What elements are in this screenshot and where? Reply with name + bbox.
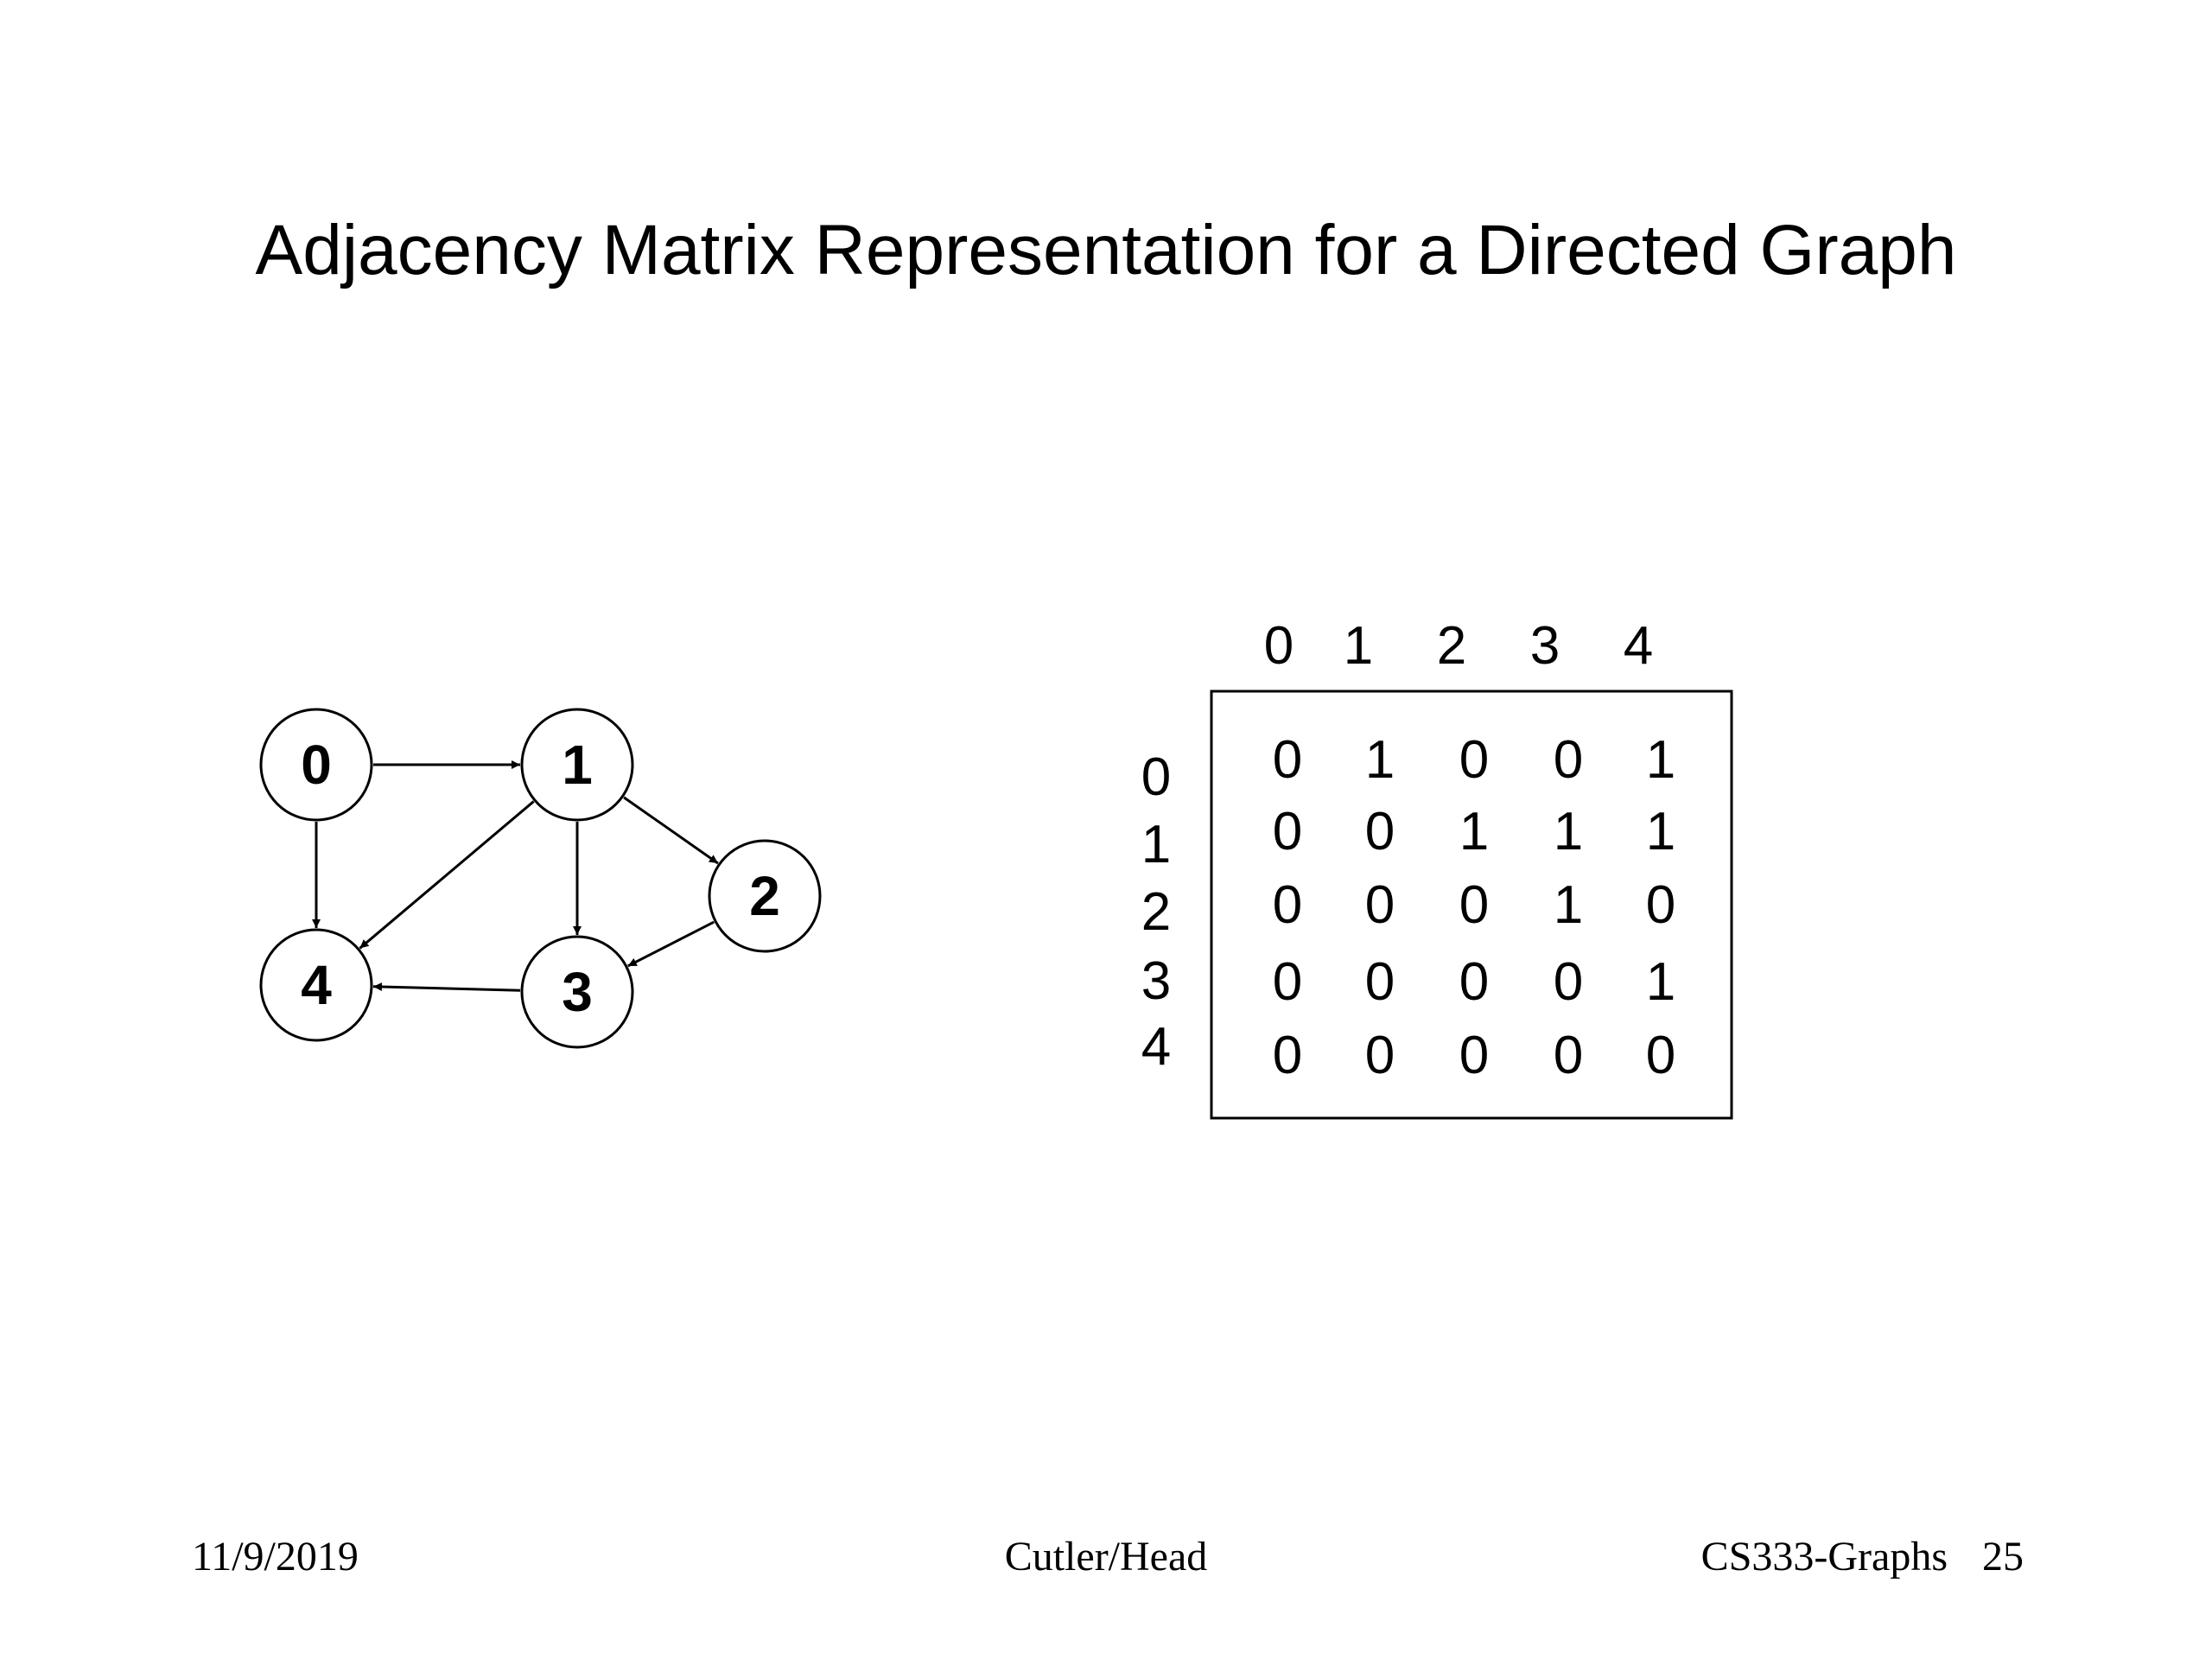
edge-1-to-4 — [359, 800, 535, 950]
node-circle — [520, 935, 634, 1049]
node-label: 3 — [562, 961, 593, 1023]
matrix-cell-4-1: 0 — [1365, 1026, 1395, 1085]
matrix-cell-1-0: 0 — [1273, 802, 1302, 861]
matrix-cell-4-3: 0 — [1554, 1026, 1583, 1085]
matrix-cell-0-1: 1 — [1365, 730, 1395, 790]
matrix-column-header: 4 — [1624, 616, 1653, 676]
edge-3-to-4 — [372, 982, 521, 992]
graph-node-4: 4 — [259, 928, 373, 1042]
matrix-cell-1-2: 1 — [1459, 802, 1489, 861]
matrix-column-header: 1 — [1344, 616, 1373, 676]
matrix-column-header: 3 — [1530, 616, 1560, 676]
footer-course: CS333-Graphs 25 — [1701, 1531, 2024, 1583]
matrix-cell-1-3: 1 — [1554, 802, 1583, 861]
edge-2-to-3 — [627, 920, 715, 968]
matrix-border — [1210, 690, 1733, 1120]
matrix-cell-2-4: 0 — [1646, 875, 1675, 935]
matrix-cell-4-4: 0 — [1646, 1026, 1675, 1085]
matrix-cell-1-4: 1 — [1646, 802, 1675, 861]
matrix-cell-1-1: 0 — [1365, 802, 1395, 861]
node-label: 1 — [562, 734, 593, 796]
node-circle — [708, 839, 822, 953]
page-number: 25 — [1982, 1534, 2024, 1580]
matrix-row-header: 4 — [1141, 1017, 1171, 1077]
matrix-cell-2-1: 0 — [1365, 875, 1395, 935]
matrix-cell-3-1: 0 — [1365, 952, 1395, 1012]
node-label: 4 — [301, 954, 332, 1016]
matrix-cell-0-0: 0 — [1273, 730, 1302, 790]
matrix-row-header: 1 — [1141, 815, 1171, 874]
node-circle — [520, 708, 634, 822]
matrix-cell-3-4: 1 — [1646, 952, 1675, 1012]
matrix-row-header: 3 — [1141, 951, 1171, 1011]
graph-node-3: 3 — [520, 935, 634, 1049]
matrix-cell-3-2: 0 — [1459, 952, 1489, 1012]
matrix-cell-4-2: 0 — [1459, 1026, 1489, 1085]
node-label: 0 — [301, 734, 332, 796]
matrix-column-header: 2 — [1437, 616, 1466, 676]
matrix-cell-2-3: 1 — [1554, 875, 1583, 935]
node-circle — [259, 708, 373, 822]
footer-date: 11/9/2019 — [192, 1534, 359, 1580]
matrix-cell-3-0: 0 — [1273, 952, 1302, 1012]
footer-author: Cutler/Head — [1004, 1534, 1208, 1580]
matrix-cell-2-0: 0 — [1273, 875, 1302, 935]
node-circle — [259, 928, 373, 1042]
matrix-column-header: 0 — [1264, 616, 1294, 676]
graph-node-2: 2 — [708, 839, 822, 953]
matrix-cell-4-0: 0 — [1273, 1026, 1302, 1085]
node-label: 2 — [749, 865, 780, 927]
matrix-row-header: 2 — [1141, 882, 1171, 942]
edge-1-to-2 — [623, 796, 719, 865]
matrix-cell-0-3: 0 — [1554, 730, 1583, 790]
matrix-cell-3-3: 0 — [1554, 952, 1583, 1012]
graph-node-1: 1 — [520, 708, 634, 822]
matrix-cell-2-2: 0 — [1459, 875, 1489, 935]
matrix-cell-0-4: 1 — [1646, 730, 1675, 790]
matrix-cell-0-2: 0 — [1459, 730, 1489, 790]
graph-nodes: 0 1 2 3 4 — [259, 708, 822, 1049]
matrix-row-header: 0 — [1141, 747, 1171, 807]
graph-node-0: 0 — [259, 708, 373, 822]
graph-edges — [312, 760, 719, 992]
footer-course-name: CS333-Graphs — [1700, 1534, 1948, 1580]
slide-title: Adjacency Matrix Representation for a Di… — [255, 211, 1957, 289]
